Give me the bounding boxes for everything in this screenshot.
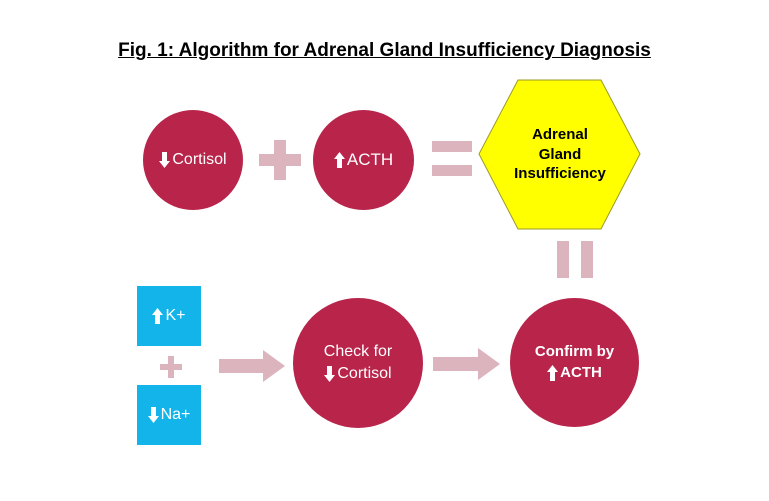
plus-operator bbox=[259, 140, 301, 180]
result-hexagon bbox=[478, 79, 641, 230]
confirm-line1: Confirm by bbox=[534, 343, 615, 361]
right-arrow-2 bbox=[433, 348, 500, 380]
box-low-sodium: Na+ bbox=[137, 385, 201, 445]
result-label: Adrenal Gland Insufficiency bbox=[514, 126, 606, 182]
right-arrow-1 bbox=[219, 350, 285, 382]
sodium-label: Na+ bbox=[160, 406, 191, 423]
node-low-cortisol: Cortisol bbox=[143, 110, 243, 210]
node-check-cortisol: Check for Cortisol bbox=[293, 298, 423, 428]
node-confirm-acth: Confirm by ACTH bbox=[510, 298, 639, 427]
confirm-line2: ACTH bbox=[560, 363, 602, 381]
figure-title: Fig. 1: Algorithm for Adrenal Gland Insu… bbox=[118, 40, 651, 61]
up-arrow-icon bbox=[152, 307, 164, 324]
up-arrow-icon bbox=[547, 364, 559, 381]
plus-operator-small bbox=[160, 356, 182, 378]
potassium-label: K+ bbox=[165, 307, 186, 324]
acth-label: ACTH bbox=[346, 149, 394, 169]
node-high-acth: ACTH bbox=[313, 110, 414, 210]
cortisol-label: Cortisol bbox=[172, 151, 227, 169]
up-arrow-icon bbox=[333, 152, 345, 169]
down-arrow-icon bbox=[159, 151, 171, 168]
check-line1: Check for bbox=[323, 343, 393, 361]
down-arrow-icon bbox=[324, 365, 336, 382]
down-arrow-icon bbox=[147, 406, 159, 423]
vertical-equals-operator bbox=[557, 241, 593, 278]
equals-operator bbox=[432, 141, 472, 176]
box-high-potassium: K+ bbox=[137, 286, 201, 346]
check-line2: Cortisol bbox=[337, 365, 392, 382]
